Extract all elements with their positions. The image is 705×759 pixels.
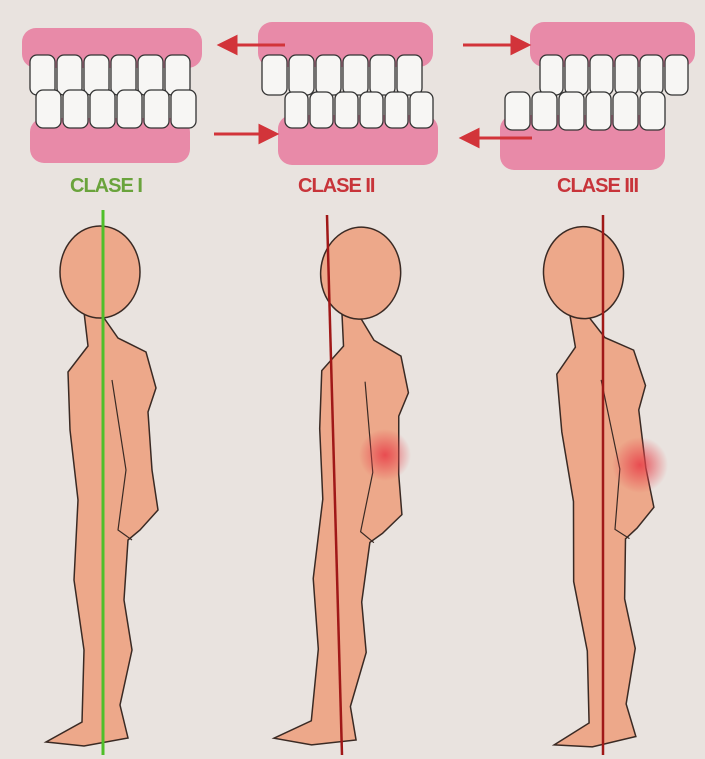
lower-tooth — [62, 89, 89, 129]
teeth-clase-2 — [258, 22, 438, 165]
lower-tooth — [309, 91, 334, 129]
lower-tooth — [284, 91, 309, 129]
upper-tooth — [261, 54, 288, 96]
lower-tooth — [585, 91, 612, 131]
upper-tooth — [164, 54, 191, 96]
lower-tooth — [334, 91, 359, 129]
upper-tooth — [83, 54, 110, 96]
teeth-clase-1 — [22, 28, 202, 163]
lower-tooth — [143, 89, 170, 129]
arrow-left-upper-clase-2-icon — [216, 34, 285, 56]
lower-tooth — [531, 91, 558, 131]
lower-tooth — [35, 89, 62, 129]
label-clase-1: CLASE I — [70, 175, 143, 197]
upper-tooth — [614, 54, 639, 96]
label-clase-2: CLASE II — [298, 175, 375, 197]
upper-tooth — [137, 54, 164, 96]
label-clase-3: CLASE III — [557, 175, 639, 197]
lower-tooth — [558, 91, 585, 131]
arrow-left-lower-clase-3-icon — [458, 127, 532, 149]
upper-tooth — [110, 54, 137, 96]
upper-tooth — [589, 54, 614, 96]
upper-tooth — [29, 54, 56, 96]
upper-tooth — [56, 54, 83, 96]
upper-tooth — [639, 54, 664, 96]
upper-tooth — [564, 54, 589, 96]
upper-tooth — [539, 54, 564, 96]
upper-tooth — [396, 54, 423, 96]
posture-line-clase-2 — [325, 214, 344, 756]
upper-tooth — [369, 54, 396, 96]
pain-glow-clase-3 — [612, 437, 668, 493]
upper-tooth — [342, 54, 369, 96]
arrow-right-upper-clase-3-icon — [463, 34, 532, 56]
lower-tooth — [89, 89, 116, 129]
arrows — [214, 34, 532, 149]
lower-tooth — [409, 91, 434, 129]
arrow-right-lower-clase-2-icon — [214, 123, 280, 145]
teeth-clase-3 — [500, 22, 695, 170]
lower-tooth — [639, 91, 666, 131]
lower-gum — [30, 118, 190, 163]
lower-tooth — [170, 89, 197, 129]
lower-tooth — [384, 91, 409, 129]
lower-tooth — [504, 91, 531, 131]
lower-tooth — [612, 91, 639, 131]
figure-clase-2 — [272, 222, 423, 751]
upper-tooth — [288, 54, 315, 96]
lower-tooth — [116, 89, 143, 129]
upper-tooth — [664, 54, 689, 96]
upper-tooth — [315, 54, 342, 96]
pain-glow-clase-2 — [359, 429, 411, 481]
lower-tooth — [359, 91, 384, 129]
